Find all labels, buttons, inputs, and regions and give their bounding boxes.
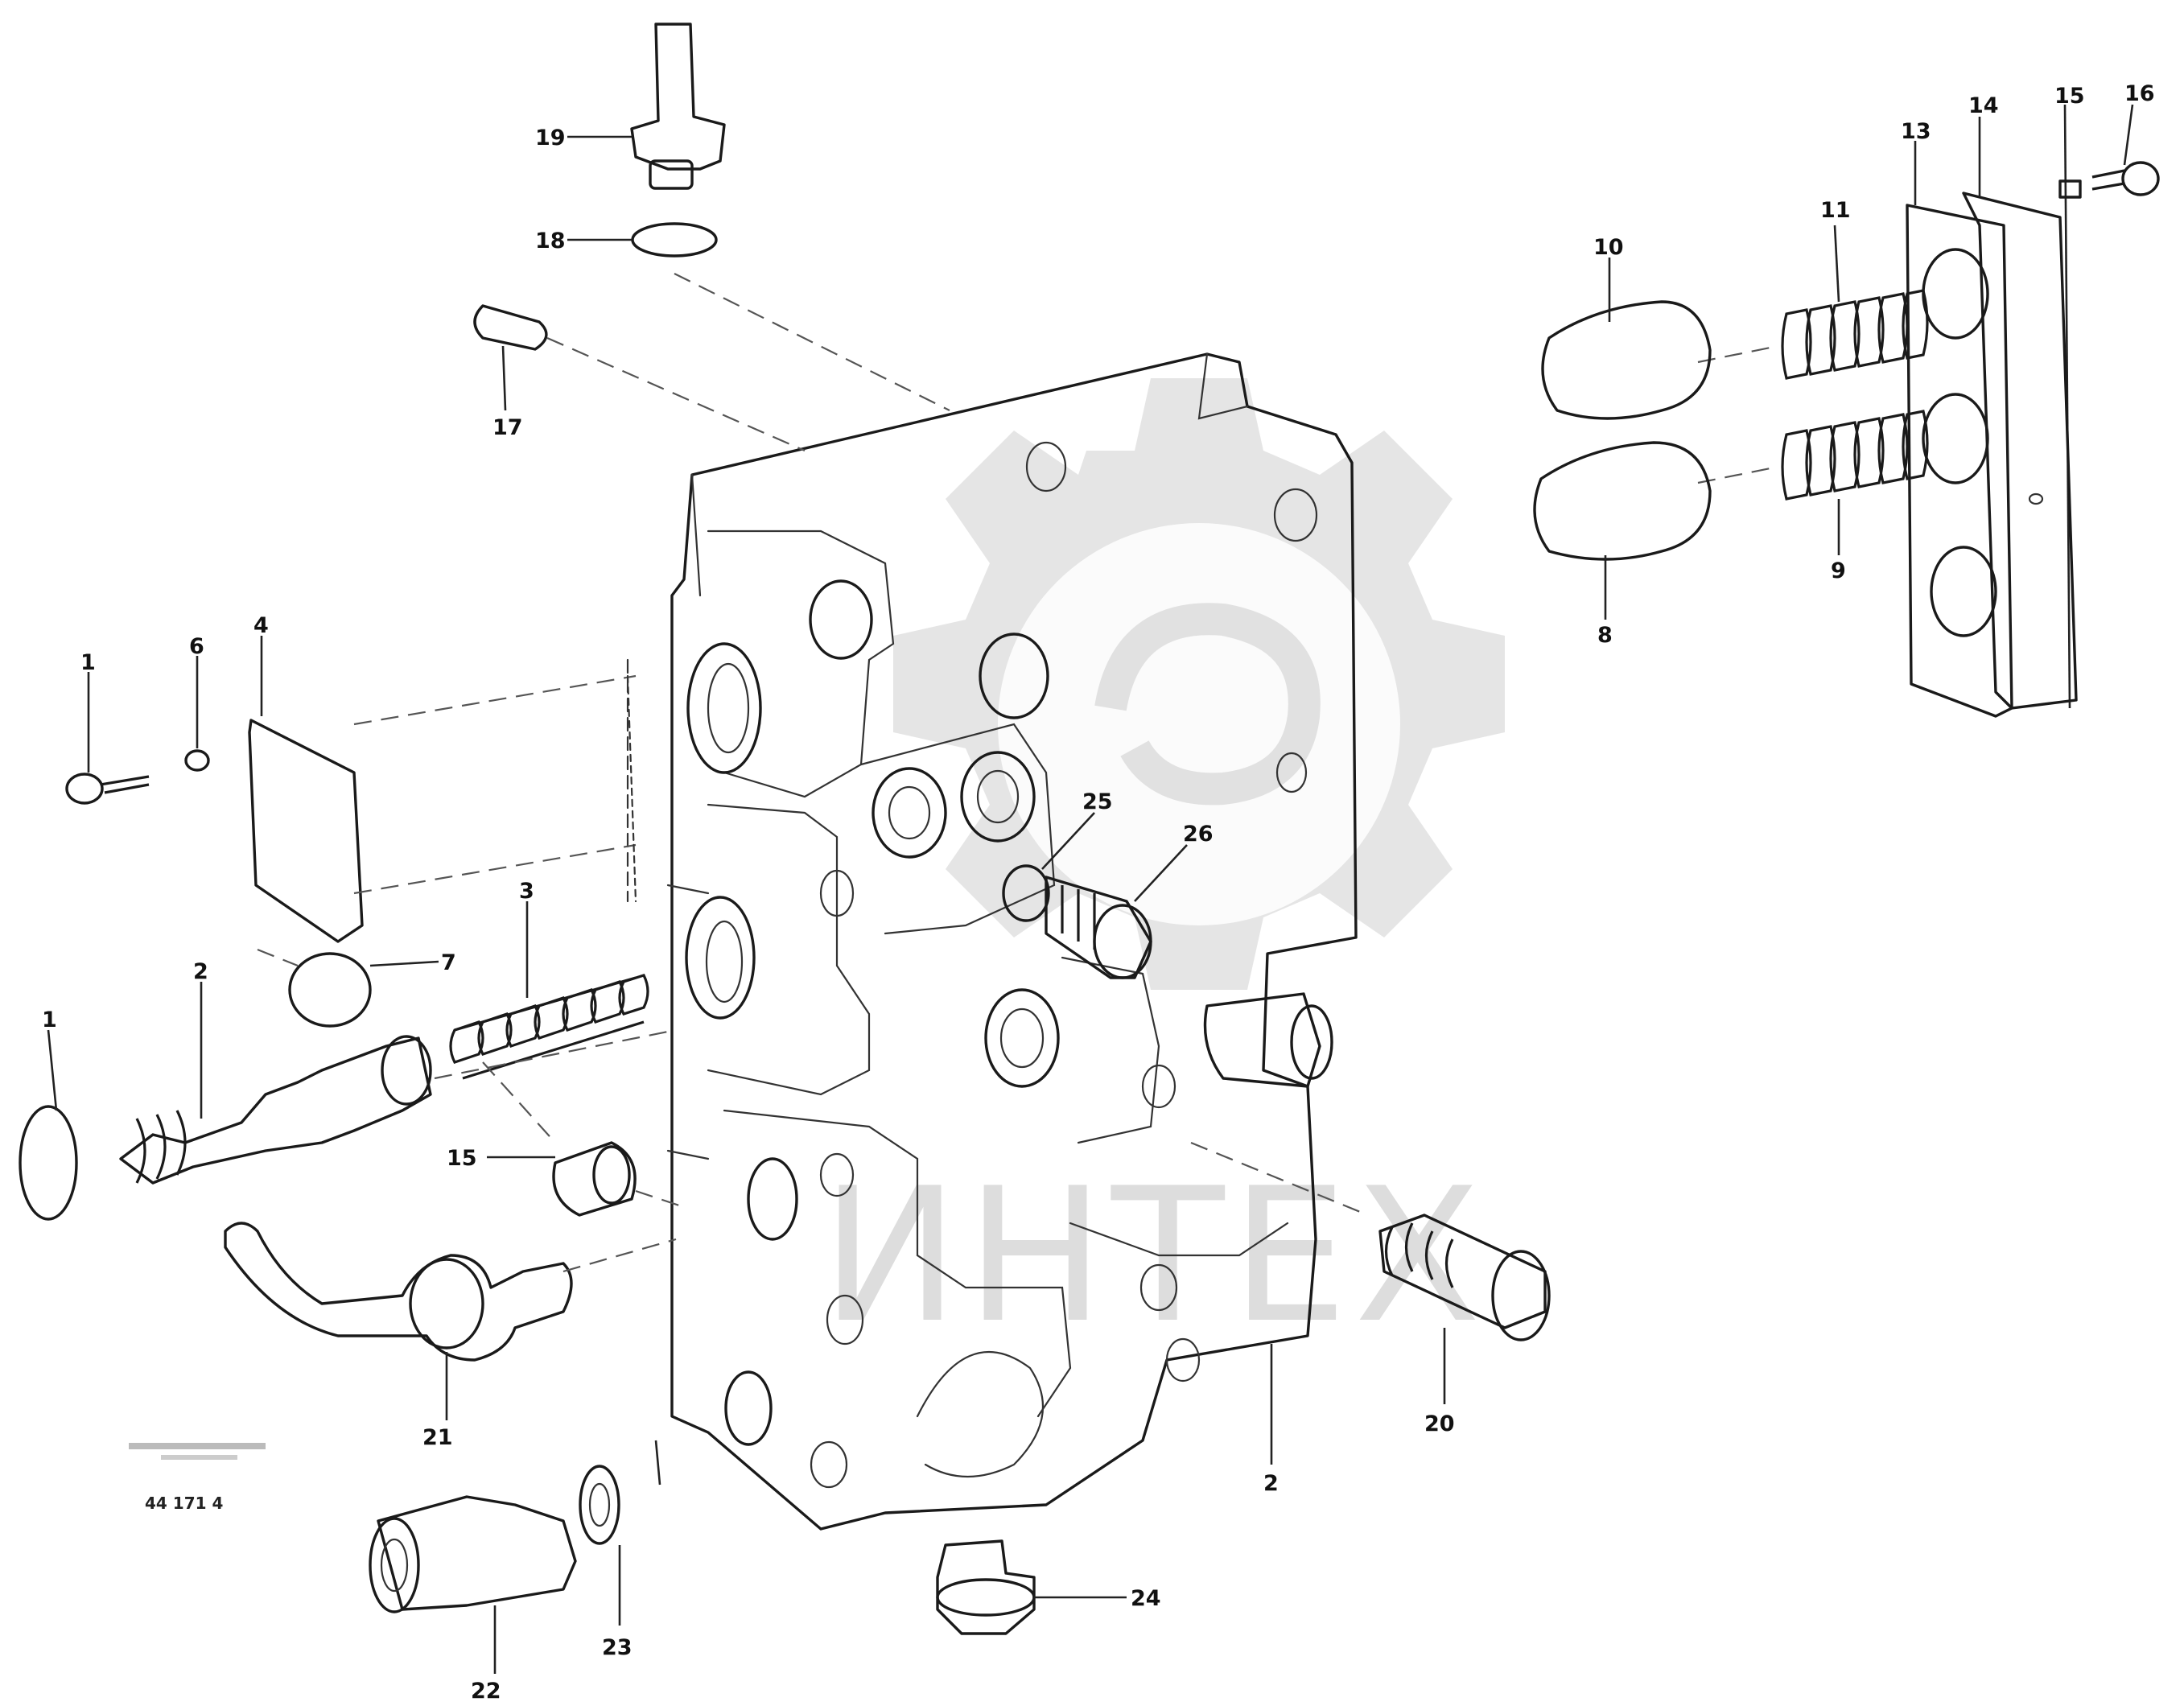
- label-15-right: 15: [2054, 84, 2085, 109]
- part-9-spring-lower: [1697, 410, 1929, 555]
- part-17-pin: [473, 304, 806, 452]
- part-1-screw-left: [65, 672, 150, 805]
- watermark-logo: [893, 378, 1505, 990]
- part-13-cover-plate: [1906, 141, 2013, 718]
- label-6: 6: [189, 634, 204, 659]
- label-23: 23: [602, 1635, 633, 1660]
- label-13: 13: [1901, 119, 1931, 144]
- part-22-fitting: [369, 1495, 577, 1674]
- label-10: 10: [1593, 235, 1624, 260]
- part-6-washer: [184, 656, 210, 772]
- part-24-drain-plug: [936, 1539, 1127, 1635]
- label-2-a: 2: [193, 959, 208, 984]
- part-1-end-plug: [47, 1028, 677, 1111]
- label-24: 24: [1131, 1586, 1161, 1611]
- label-16: 16: [2124, 81, 2155, 106]
- label-22: 22: [471, 1679, 501, 1704]
- label-20: 20: [1424, 1411, 1455, 1436]
- label-17: 17: [492, 415, 523, 440]
- part-19-plug: [567, 23, 726, 190]
- part-18-seal: [567, 222, 950, 411]
- watermark-text: ИНТЕХ: [821, 1149, 1487, 1364]
- label-18: 18: [535, 229, 566, 253]
- part-27-sleeve: [1203, 992, 1333, 1088]
- label-15: 15: [447, 1146, 477, 1171]
- part-26-check-valve: [1045, 844, 1188, 979]
- part-10-piston-upper: [1541, 258, 1712, 420]
- part-20-solenoid: [1190, 1141, 1551, 1404]
- part-15-plunger: [482, 1061, 685, 1217]
- label-9: 9: [1831, 558, 1846, 583]
- part-7-plug: [257, 948, 439, 1028]
- part-23-seal-washer: [579, 1440, 661, 1626]
- part-25-seal-ring: [1002, 812, 1095, 922]
- label-26: 26: [1183, 822, 1214, 847]
- part-21-sensor: [224, 1222, 677, 1420]
- label-1-left: 1: [42, 1008, 57, 1032]
- part-4-cover-plate: [248, 636, 637, 943]
- part-11-spring-upper: [1697, 225, 1929, 380]
- reference-code: 44 171 4: [145, 1494, 223, 1513]
- part-2-valve-spool: [19, 982, 432, 1221]
- label-19: 19: [535, 126, 566, 150]
- reference-block: 44 171 4: [129, 1443, 266, 1513]
- label-3: 3: [519, 879, 534, 904]
- label-2-b: 2: [1263, 1471, 1279, 1496]
- label-1-top: 1: [80, 650, 96, 675]
- label-11: 11: [1820, 198, 1851, 223]
- part-3-spring: [449, 901, 649, 1080]
- label-21: 21: [422, 1425, 453, 1450]
- label-25: 25: [1082, 789, 1113, 814]
- valve-housing: [626, 352, 1358, 1531]
- label-14: 14: [1968, 93, 1999, 118]
- part-16-screw: [2091, 104, 2160, 196]
- part-15-pin-right: [2058, 104, 2082, 709]
- label-4: 4: [253, 613, 269, 638]
- part-labels: 19 18 17 1 6 4 3 7 2 1 15 21 25 26 20 2 …: [42, 81, 2155, 1704]
- part-8-piston-lower: [1533, 441, 1712, 620]
- label-7: 7: [441, 950, 456, 975]
- label-8: 8: [1597, 623, 1613, 648]
